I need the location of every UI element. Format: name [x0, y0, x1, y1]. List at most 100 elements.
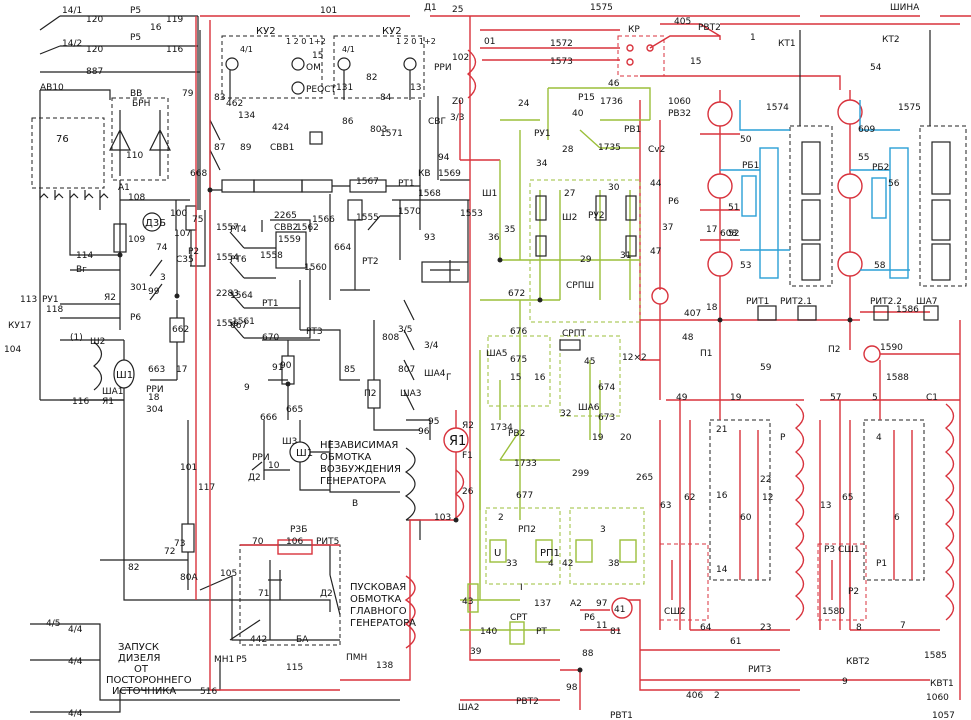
- wire-label: РТ4: [230, 225, 247, 235]
- wire-label: 51: [728, 203, 739, 213]
- wire-label: 12×2: [622, 353, 647, 363]
- wire-label: 4: [548, 559, 554, 569]
- wire-label: 3/3: [450, 113, 464, 123]
- wire-label: 34: [536, 159, 548, 169]
- wire-label: 101: [320, 6, 337, 16]
- wire-label: P5: [130, 33, 141, 43]
- wire-label: 1567: [356, 177, 379, 187]
- wire-label: 24: [518, 99, 530, 109]
- wire-label: С1: [926, 393, 938, 403]
- wire-label: 4/4: [68, 657, 83, 667]
- wire-label: 50: [740, 135, 752, 145]
- wire-label: 102: [452, 53, 469, 63]
- wire-label: 14/1: [62, 6, 82, 16]
- wire-label: ОМ: [306, 63, 321, 73]
- wire-label: 30: [608, 183, 620, 193]
- wire-label: 114: [76, 251, 93, 261]
- wire-label: РТ3: [306, 327, 323, 337]
- wire-label: 1590: [880, 343, 903, 353]
- wire-label: 4: [876, 433, 882, 443]
- wire-label: 103: [434, 513, 451, 523]
- wire-label: РИТ3: [748, 665, 771, 675]
- wire-label: U: [494, 548, 501, 559]
- wire-label: 15: [510, 373, 521, 383]
- wire-label: 41: [614, 605, 625, 615]
- wire-label: 65: [842, 493, 853, 503]
- wire-label: РТ: [536, 627, 547, 637]
- wire-label: P15: [578, 93, 595, 103]
- wire-label: 1575: [898, 103, 921, 113]
- wire-label: 608: [720, 229, 737, 239]
- wire-label: Р2: [848, 587, 859, 597]
- wire-label: 73: [174, 539, 185, 549]
- wire-label: 1553: [460, 209, 483, 219]
- wire-label: 1736: [600, 97, 623, 107]
- wire-label: 63: [660, 501, 671, 511]
- wire-label: 01: [484, 37, 495, 47]
- wire-label: ША4: [424, 369, 446, 379]
- wire-label: 1: [750, 33, 756, 43]
- wire-label: 33: [506, 559, 517, 569]
- wire-label: Я2: [104, 293, 116, 303]
- wire-label: КТ2: [882, 35, 900, 45]
- wire-label: РТ6: [230, 255, 247, 265]
- wire-label: Д2: [320, 589, 333, 599]
- wire-label: 5: [872, 393, 878, 403]
- labels: 14/1 120 P5 16 119 14/2 120 P5 116 887 A…: [4, 3, 955, 720]
- wire-label: 96: [418, 427, 430, 437]
- wire-label: Р2: [188, 247, 199, 257]
- wire-label: 82: [366, 73, 377, 83]
- wire-label: 1560: [304, 263, 327, 273]
- wire-label: 1561: [232, 317, 255, 327]
- wire-label: 1 2 0 1+2: [286, 37, 326, 46]
- wire-label: 28: [562, 145, 574, 155]
- wire-label: 1574: [766, 103, 789, 113]
- wire-label: РБ1: [742, 161, 759, 171]
- wire-label: 46: [608, 79, 620, 89]
- wire-label: КУ17: [8, 321, 31, 331]
- wire-label: ША6: [578, 403, 600, 413]
- wire-label: 1733: [514, 459, 537, 469]
- wire-label: 55: [858, 153, 869, 163]
- wire-label: 16: [716, 491, 728, 501]
- wire-label: ША1: [102, 387, 124, 397]
- wire-label: 1558: [260, 251, 283, 261]
- wire-label: 71: [258, 589, 269, 599]
- wire-label: 424: [272, 123, 289, 133]
- wire-label: 8: [856, 623, 862, 633]
- wire-label: МН1: [214, 655, 234, 665]
- wire-label: 108: [128, 193, 145, 203]
- aux-circuit: [30, 15, 470, 713]
- wire-label: 16: [150, 23, 162, 33]
- control-circuit: [460, 87, 651, 645]
- wire-label: 93: [424, 233, 435, 243]
- wire-label: СВВ1: [270, 143, 294, 153]
- wire-label: РЗБ: [290, 525, 307, 535]
- wire-label: СВВ2: [274, 223, 298, 233]
- wire-label: 673: [598, 413, 615, 423]
- wire-label: 20: [620, 433, 632, 443]
- wire-label: 16: [534, 373, 546, 383]
- wire-label: 9: [842, 677, 848, 687]
- wire-label: Р6: [130, 313, 141, 323]
- wire-label: ВВ: [130, 89, 142, 99]
- wire-label: С35: [176, 255, 194, 265]
- wire-label: 43: [462, 597, 473, 607]
- wire-label: 17: [706, 225, 717, 235]
- wire-label: 19: [592, 433, 604, 443]
- wire-label: Р: [780, 433, 786, 443]
- wire-label: РП2: [518, 525, 536, 535]
- wire-label: БРН: [132, 99, 150, 109]
- wire-label: РТ2: [362, 257, 379, 267]
- wire-label: 442: [250, 635, 267, 645]
- wire-label: РЕОСТ: [306, 85, 336, 95]
- wire-label: 49: [676, 393, 688, 403]
- wire-label: 4/1: [240, 45, 253, 54]
- wire-label: 4/4: [68, 625, 83, 635]
- wire-label: КУ2: [382, 26, 402, 37]
- wire-label: 1060: [668, 97, 691, 107]
- wire-label: РБ2: [872, 163, 889, 173]
- wire-label: 36: [488, 233, 500, 243]
- wire-label: Ш1: [116, 370, 133, 381]
